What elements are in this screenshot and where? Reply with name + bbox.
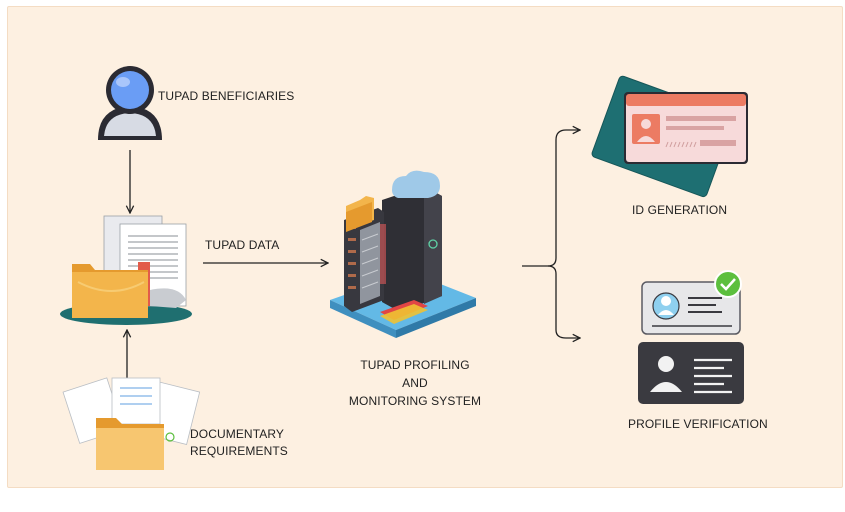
label-system-line-1: TUPAD PROFILING xyxy=(360,358,470,372)
label-tupad-data: TUPAD DATA xyxy=(205,238,280,252)
server-system-icon xyxy=(330,170,476,338)
label-documentary-line-2: REQUIREMENTS xyxy=(190,444,288,458)
label-beneficiaries: TUPAD BENEFICIARIES xyxy=(158,89,295,103)
verification-card-icon xyxy=(638,270,744,404)
label-system-line-3: MONITORING SYSTEM xyxy=(348,394,482,408)
label-system-line-2: AND xyxy=(402,376,428,390)
data-folder-icon xyxy=(60,215,192,325)
label-id-generation: ID GENERATION xyxy=(632,203,728,217)
label-documentary-line-1: DOCUMENTARY xyxy=(190,427,284,441)
label-documentary: DOCUMENTARY REQUIREMENTS xyxy=(190,426,288,460)
documents-pile-icon xyxy=(62,377,201,470)
label-profile-verification: PROFILE VERIFICATION xyxy=(628,417,768,431)
id-card-icon xyxy=(591,75,748,198)
user-icon xyxy=(98,66,162,140)
branch-connector xyxy=(522,130,580,338)
label-system: TUPAD PROFILING AND MONITORING SYSTEM xyxy=(335,356,495,410)
